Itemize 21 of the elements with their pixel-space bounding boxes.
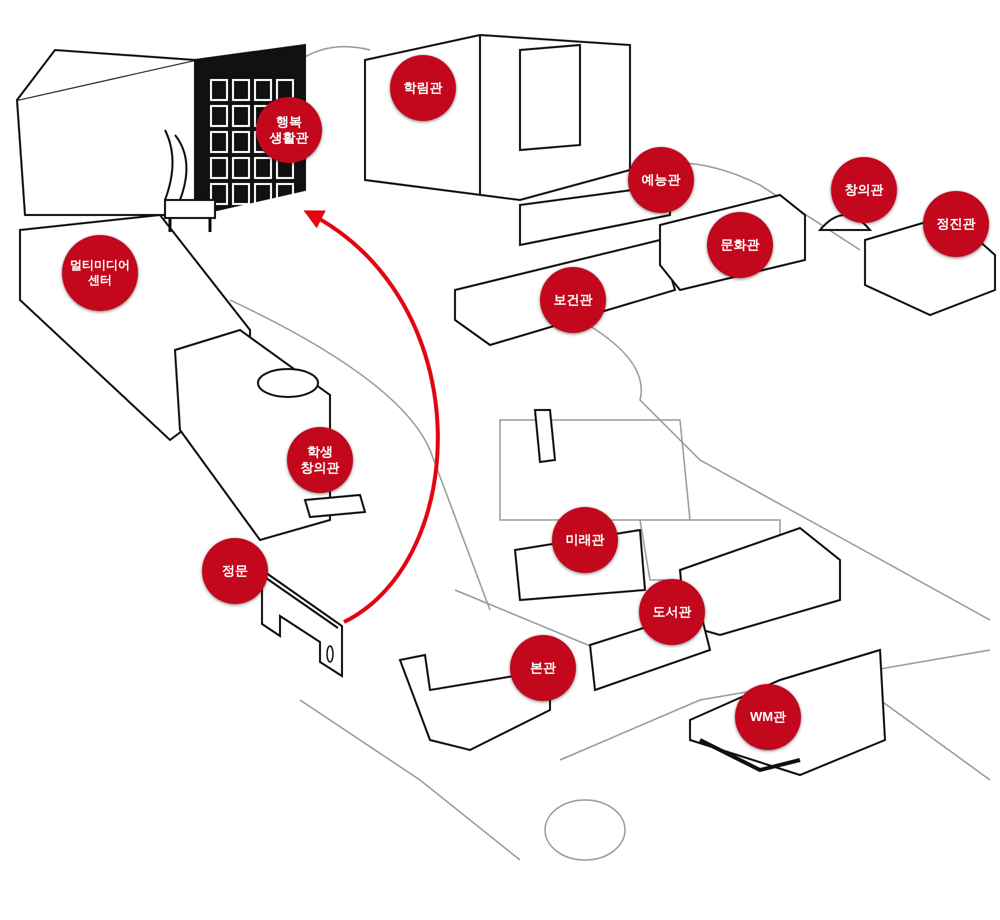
label-marker [510,635,576,701]
label-marker [923,191,989,257]
building-name: 멀티미디어 센터 [69,258,131,288]
label-marker [628,147,694,213]
building-name: 본관 [530,660,556,676]
label-marker [831,157,897,223]
building-name: 정문 [222,562,248,580]
building-name: 학림관 [404,80,442,96]
building-name: 예능관 [642,172,680,188]
building-name: 학생 창의관 [300,444,340,476]
building-name: 행복 생활관 [268,114,310,146]
building-name: 도서관 [652,604,692,620]
building-name: 정진관 [936,216,976,232]
building-name: 문화관 [720,236,760,254]
label-marker [202,538,268,604]
building-name: WM관 [750,708,786,726]
building-name: 미래관 [566,532,604,548]
building-name: 보건관 [554,292,592,308]
route-arrow [304,210,440,624]
label-marker [552,507,618,573]
building-name: 창의관 [844,182,884,198]
